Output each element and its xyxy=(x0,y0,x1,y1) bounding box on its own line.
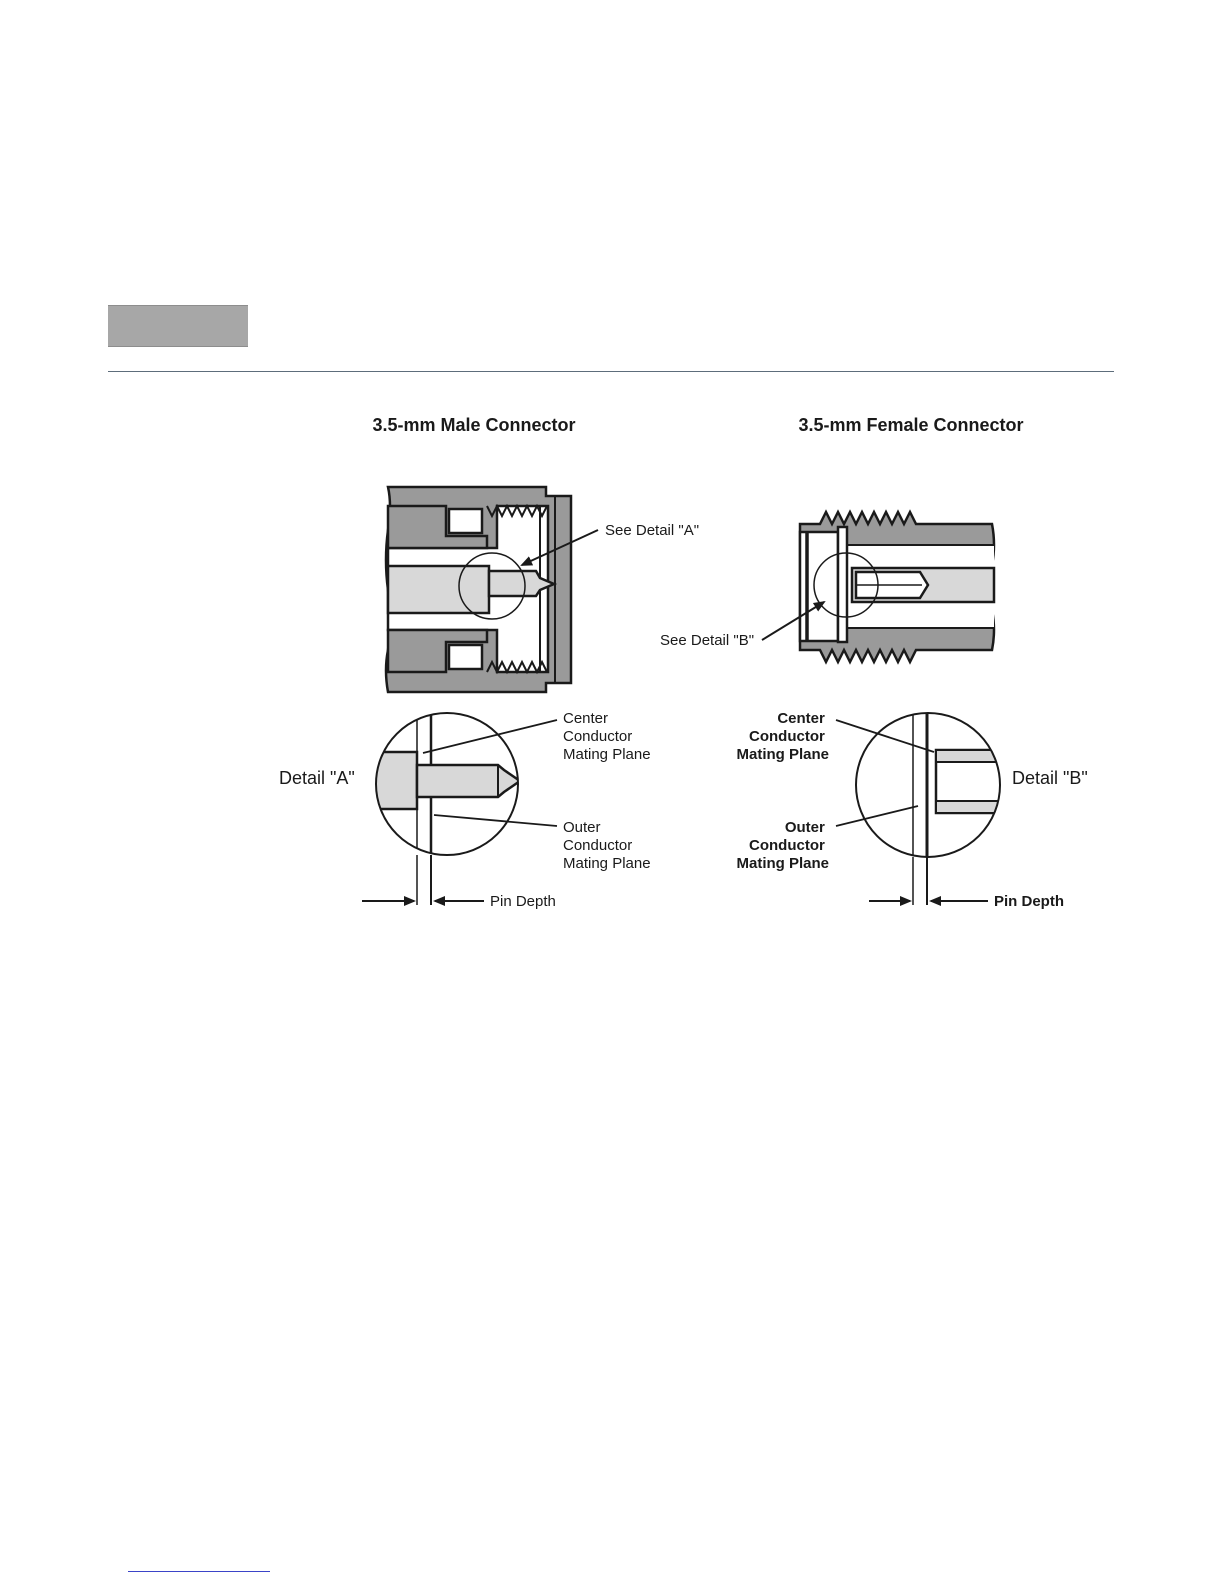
female-connector-title: 3.5-mm Female Connector xyxy=(798,415,1023,435)
detail-b-drawing xyxy=(836,700,1016,905)
female-center-plane-label: Center Conductor Mating Plane xyxy=(736,710,829,763)
female-outer-plane-label: Outer Conductor Mating Plane xyxy=(736,819,829,872)
female-pin-depth-label: Pin Depth xyxy=(994,893,1064,910)
male-center-plane-line3: Mating Plane xyxy=(563,746,651,763)
female-connector-drawing xyxy=(800,512,994,662)
male-pin-depth-label: Pin Depth xyxy=(490,893,556,910)
female-center-plane-line2: Conductor xyxy=(749,728,825,745)
female-outer-plane-line2: Conductor xyxy=(749,837,825,854)
detail-a-label: Detail "A" xyxy=(279,768,355,788)
female-outer-plane-line3: Mating Plane xyxy=(736,855,829,872)
male-outer-plane-label: Outer Conductor Mating Plane xyxy=(563,819,651,872)
male-center-plane-line2: Conductor xyxy=(563,728,632,745)
female-outer-plane-line1: Outer xyxy=(785,819,825,836)
detail-b-label: Detail "B" xyxy=(1012,768,1088,788)
male-center-plane-label: Center Conductor Mating Plane xyxy=(563,710,651,763)
female-center-plane-line1: Center xyxy=(777,710,825,727)
male-outer-plane-line3: Mating Plane xyxy=(563,855,651,872)
male-center-plane-line1: Center xyxy=(563,710,608,727)
detail-a-drawing xyxy=(362,700,557,905)
female-center-plane-line3: Mating Plane xyxy=(736,746,829,763)
footer-link-underline[interactable] xyxy=(128,1571,270,1572)
see-detail-a-label: See Detail "A" xyxy=(605,522,699,539)
male-connector-drawing xyxy=(386,487,571,692)
see-detail-b-label: See Detail "B" xyxy=(660,632,754,649)
male-connector-title: 3.5-mm Male Connector xyxy=(372,415,575,435)
male-outer-plane-line1: Outer xyxy=(563,819,601,836)
male-outer-plane-line2: Conductor xyxy=(563,837,632,854)
